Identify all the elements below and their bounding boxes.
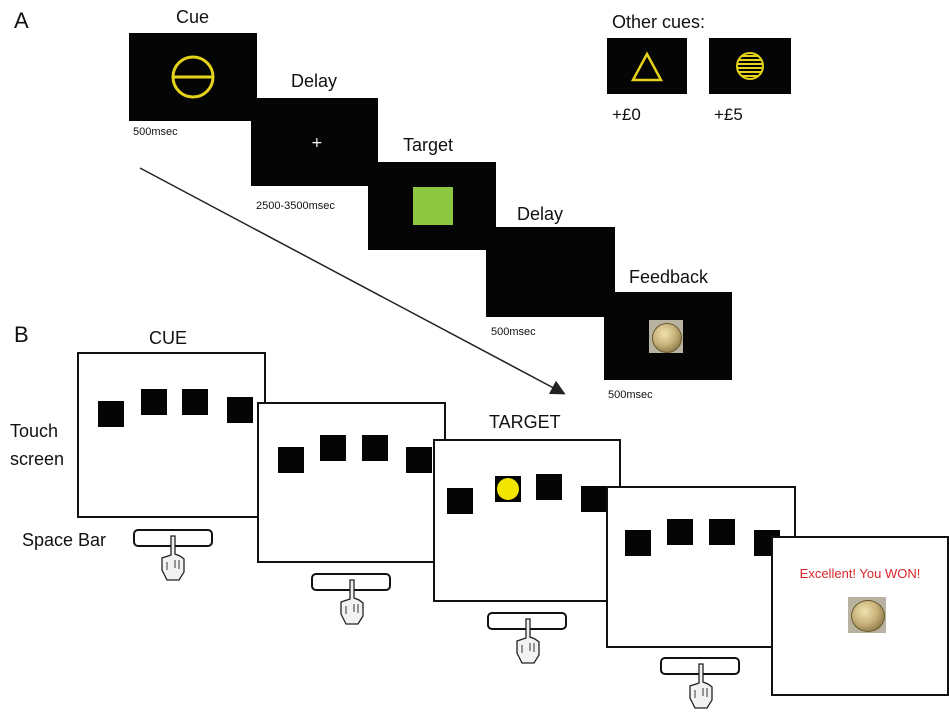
- target-screen-label: TARGET: [489, 412, 561, 432]
- cue-screen-label: CUE: [149, 328, 188, 348]
- striped-cue-screen: [709, 38, 791, 94]
- target-label: Target: [403, 135, 454, 155]
- cue-screen: [129, 33, 257, 121]
- panel-a-letter: A: [14, 8, 29, 33]
- touch-screen-4: [606, 486, 796, 648]
- coin-icon: [652, 323, 682, 353]
- touch-screen-line-1: Touch: [10, 421, 59, 441]
- target-square: [413, 187, 453, 225]
- response-square[interactable]: [278, 447, 304, 473]
- response-square[interactable]: [406, 447, 432, 473]
- cue-duration: 500msec: [133, 126, 178, 138]
- target-square[interactable]: [495, 476, 521, 502]
- space-bar-label: Space Bar: [22, 530, 107, 550]
- touch-screen-3: [433, 439, 621, 602]
- delay-label-2: Delay: [517, 204, 564, 224]
- triangle-cue-screen: [607, 38, 687, 94]
- cue-circle-icon: [171, 55, 215, 99]
- touch-screen-label: Touch screen: [10, 417, 64, 473]
- fixation-cross-icon: +: [311, 135, 323, 151]
- coin-icon: [851, 600, 885, 632]
- delay-screen-2: [486, 227, 615, 317]
- touch-screen-line-2: screen: [10, 449, 65, 469]
- target-screen: [368, 162, 496, 250]
- yellow-target-circle: [497, 478, 519, 500]
- feedback-touch-screen: Excellent! You WON!: [771, 536, 949, 696]
- response-square[interactable]: [709, 519, 735, 545]
- cue-label: Cue: [176, 7, 210, 27]
- feedback-screen: [604, 292, 732, 380]
- delay-screen-1: +: [251, 98, 378, 186]
- response-square[interactable]: [536, 474, 562, 500]
- touch-screen-2: [257, 402, 446, 563]
- striped-circle-icon: [736, 52, 764, 80]
- response-square[interactable]: [581, 486, 607, 512]
- feedback-message: Excellent! You WON!: [799, 566, 921, 581]
- touch-screen-1: [77, 352, 266, 518]
- pointing-hand-icon: [689, 663, 713, 709]
- response-square[interactable]: [141, 389, 167, 415]
- response-square[interactable]: [182, 389, 208, 415]
- pointing-hand-icon: [161, 535, 185, 581]
- feedback-label: Feedback: [629, 267, 709, 287]
- feedback-duration: 500msec: [608, 389, 653, 401]
- other-cues-title: Other cues:: [612, 12, 706, 32]
- panel-b-letter: B: [14, 322, 29, 347]
- pointing-hand-icon: [340, 579, 364, 625]
- response-square[interactable]: [625, 530, 651, 556]
- delay-duration-1: 2500-3500msec: [256, 200, 335, 212]
- response-square[interactable]: [667, 519, 693, 545]
- pointing-hand-icon: [516, 618, 540, 664]
- response-square[interactable]: [362, 435, 388, 461]
- response-square[interactable]: [227, 397, 253, 423]
- delay-label-1: Delay: [291, 71, 338, 91]
- delay-duration-2: 500msec: [491, 326, 536, 338]
- reward-zero: +£0: [612, 105, 641, 124]
- triangle-icon: [630, 51, 664, 82]
- response-square[interactable]: [98, 401, 124, 427]
- response-square[interactable]: [447, 488, 473, 514]
- response-square[interactable]: [320, 435, 346, 461]
- reward-five: +£5: [714, 105, 743, 124]
